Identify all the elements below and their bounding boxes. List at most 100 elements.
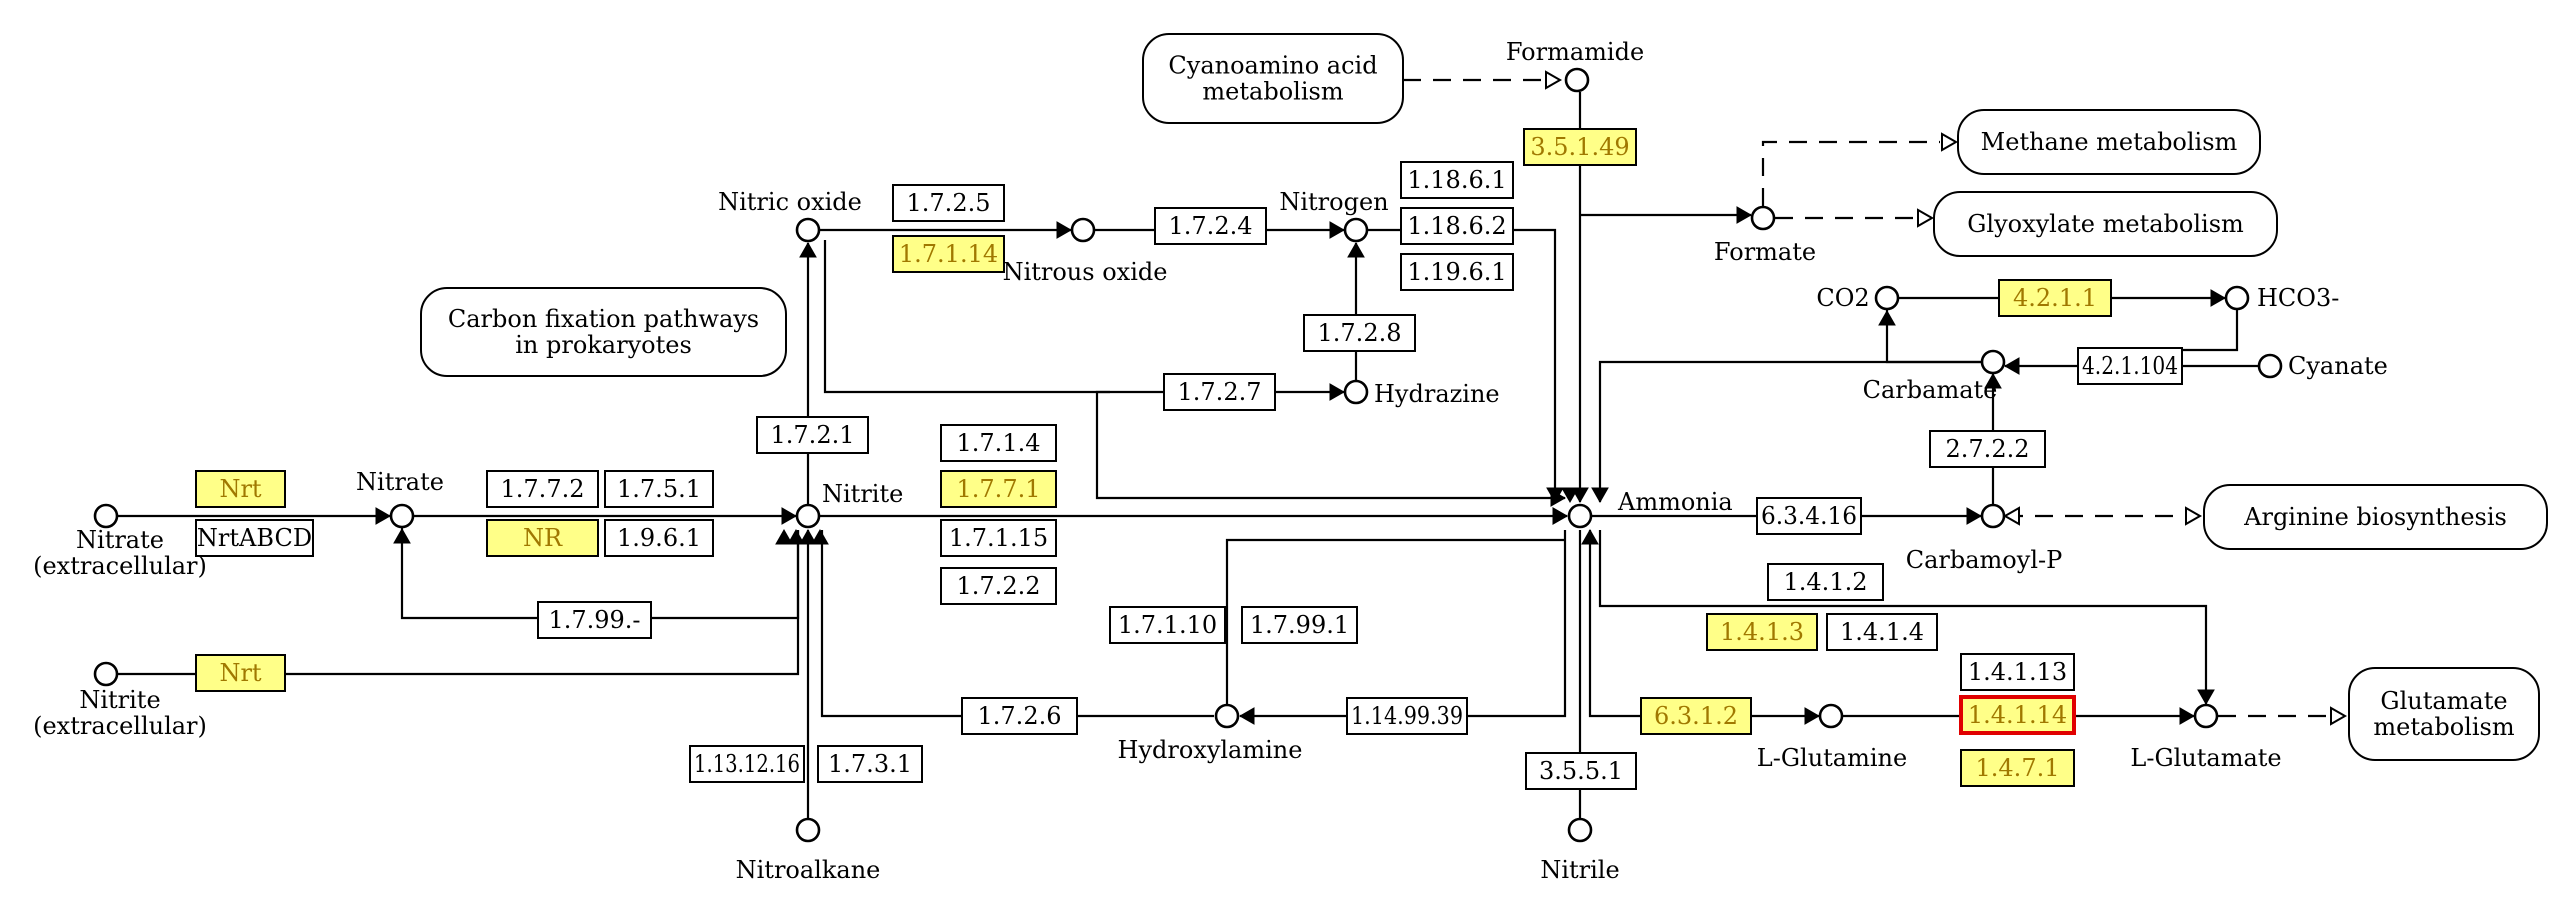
enzyme-box[interactable]: 2.7.2.2	[1929, 430, 2046, 468]
enzyme-box[interactable]: 1.7.2.2	[940, 567, 1057, 605]
enzyme-box[interactable]: 1.7.2.4	[1154, 207, 1267, 245]
arrowhead	[1591, 487, 1609, 504]
compound-cyanate[interactable]: Cyanate	[2257, 352, 2388, 380]
compound-node-icon[interactable]	[1980, 349, 2006, 375]
enzyme-box[interactable]: 1.7.7.1	[940, 470, 1057, 508]
compound-node-icon[interactable]	[1343, 217, 1369, 243]
compound-node-icon[interactable]	[1567, 817, 1593, 843]
compound-node-icon[interactable]	[1818, 703, 1844, 729]
compound-node-icon[interactable]	[93, 661, 119, 687]
enzyme-box[interactable]: 1.7.7.2	[486, 470, 599, 508]
compound-nitrite-ext[interactable]: Nitrite(extracellular)	[33, 661, 207, 740]
enzyme-box[interactable]: 1.7.5.1	[604, 470, 714, 508]
enzyme-box[interactable]: 1.7.3.1	[817, 745, 923, 783]
compound-co2[interactable]: CO2	[1816, 284, 1900, 312]
arrowhead	[1561, 487, 1579, 504]
enzyme-label: 1.7.1.15	[949, 524, 1048, 552]
enzyme-box[interactable]: 3.5.1.49	[1523, 128, 1637, 166]
enzyme-box[interactable]: 1.7.1.10	[1109, 606, 1226, 644]
enzyme-box[interactable]: 1.14.99.39	[1346, 697, 1468, 735]
enzyme-box[interactable]: 1.4.1.2	[1767, 563, 1884, 601]
compound-hydrazine[interactable]: Hydrazine	[1343, 379, 1500, 408]
compound-formate[interactable]: Formate	[1714, 205, 1816, 266]
compound-node-icon[interactable]	[1214, 703, 1240, 729]
compound-node-icon[interactable]	[1070, 217, 1096, 243]
compound-formamide[interactable]: Formamide	[1506, 38, 1644, 93]
pathway-link[interactable]: Arginine biosynthesis	[2203, 484, 2548, 550]
compound-label: Nitrogen	[1279, 188, 1388, 216]
compound-l-glutamate[interactable]: L-Glutamate	[2130, 703, 2282, 772]
compound-nitrite[interactable]: Nitrite	[795, 480, 903, 529]
compound-nitrate-ext[interactable]: Nitrate(extracellular)	[33, 503, 207, 580]
compound-nitrile[interactable]: Nitrile	[1540, 817, 1620, 884]
enzyme-box[interactable]: 6.3.4.16	[1756, 497, 1862, 535]
enzyme-box[interactable]: 1.4.1.3	[1706, 613, 1818, 651]
enzyme-box[interactable]: 1.18.6.1	[1400, 161, 1514, 199]
compound-nitric-oxide[interactable]: Nitric oxide	[718, 188, 862, 243]
compound-node-icon[interactable]	[795, 503, 821, 529]
enzyme-box[interactable]: 1.7.1.15	[940, 519, 1057, 557]
enzyme-box[interactable]: 1.7.2.5	[892, 184, 1005, 222]
enzyme-box[interactable]: 1.18.6.2	[1400, 207, 1514, 245]
arrowhead	[375, 507, 392, 525]
enzyme-box[interactable]: Nrt	[195, 654, 286, 692]
compound-node-icon[interactable]	[2257, 353, 2283, 379]
enzyme-box[interactable]: 1.7.1.4	[940, 424, 1057, 462]
enzyme-box[interactable]: 1.4.1.14	[1959, 695, 2076, 735]
enzyme-box[interactable]: 1.7.2.1	[756, 416, 869, 454]
compound-label: CO2	[1816, 284, 1869, 312]
enzyme-box[interactable]: 1.7.2.7	[1163, 373, 1276, 411]
enzyme-box[interactable]: 1.13.12.16	[689, 745, 805, 783]
compound-node-icon[interactable]	[2193, 703, 2219, 729]
compound-l-glutamine[interactable]: L-Glutamine	[1757, 703, 1907, 772]
compound-node-icon[interactable]	[1567, 503, 1593, 529]
compound-hco3[interactable]: HCO3-	[2224, 284, 2339, 312]
enzyme-box[interactable]: 1.7.99.-	[537, 601, 652, 639]
compound-nitrogen[interactable]: Nitrogen	[1279, 188, 1389, 243]
arrowhead	[1347, 241, 1365, 258]
compound-node-icon[interactable]	[93, 503, 119, 529]
enzyme-box[interactable]: NR	[486, 519, 599, 557]
pathway-link[interactable]: Glyoxylate metabolism	[1933, 191, 2278, 257]
compound-hydroxylamine[interactable]: Hydroxylamine	[1118, 703, 1303, 764]
enzyme-box[interactable]: 1.19.6.1	[1400, 253, 1514, 291]
compound-node-icon[interactable]	[1750, 205, 1776, 231]
enzyme-box[interactable]: 1.9.6.1	[604, 519, 714, 557]
enzyme-box[interactable]: 6.3.1.2	[1640, 697, 1752, 735]
enzyme-box[interactable]: 1.7.1.14	[892, 235, 1005, 273]
enzyme-box[interactable]: Nrt	[195, 470, 286, 508]
compound-node-icon[interactable]	[795, 817, 821, 843]
enzyme-box[interactable]: 1.4.1.13	[1960, 653, 2075, 691]
enzyme-box[interactable]: 1.7.2.8	[1303, 314, 1416, 352]
compound-nitrate[interactable]: Nitrate	[356, 468, 444, 529]
compound-nitrous-oxide[interactable]: Nitrous oxide	[1003, 217, 1168, 286]
compound-node-icon[interactable]	[1343, 379, 1369, 405]
enzyme-box[interactable]: 4.2.1.104	[2077, 347, 2183, 385]
enzyme-box[interactable]: 1.4.7.1	[1960, 749, 2075, 787]
compound-node-icon[interactable]	[1564, 67, 1590, 93]
compound-node-icon[interactable]	[795, 217, 821, 243]
compound-node-icon[interactable]	[1980, 503, 2006, 529]
arrowhead	[1552, 507, 1569, 525]
compound-carbamate[interactable]: Carbamate	[1863, 349, 2006, 404]
open-arrowhead	[2002, 506, 2020, 526]
enzyme-box[interactable]: 1.4.1.4	[1826, 613, 1938, 651]
compound-node-icon[interactable]	[2224, 285, 2250, 311]
enzyme-box[interactable]: NrtABCD	[195, 519, 314, 557]
compound-node-icon[interactable]	[1874, 285, 1900, 311]
compound-node-icon[interactable]	[389, 503, 415, 529]
arrowhead	[1329, 383, 1346, 401]
enzyme-box[interactable]: 4.2.1.1	[1998, 279, 2112, 317]
compound-ammonia[interactable]: Ammonia	[1567, 488, 1733, 529]
compound-carbamoyl-p[interactable]: Carbamoyl-P	[1906, 503, 2063, 574]
compound-label: L-Glutamate	[2130, 744, 2281, 772]
compound-nitroalkane[interactable]: Nitroalkane	[736, 817, 881, 884]
enzyme-box[interactable]: 1.7.99.1	[1241, 606, 1358, 644]
enzyme-box[interactable]: 3.5.5.1	[1525, 752, 1637, 790]
enzyme-label: 2.7.2.2	[1946, 435, 2030, 463]
pathway-link[interactable]: Methane metabolism	[1957, 109, 2261, 175]
enzyme-box[interactable]: 1.7.2.6	[961, 697, 1078, 735]
